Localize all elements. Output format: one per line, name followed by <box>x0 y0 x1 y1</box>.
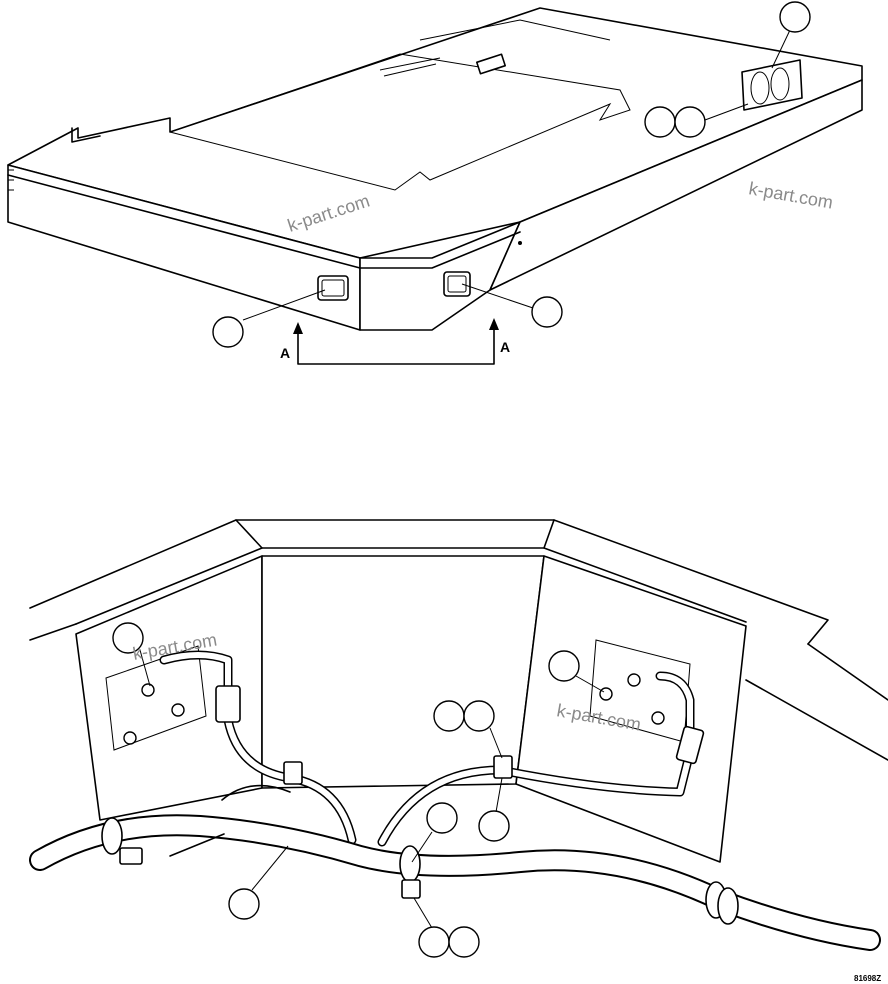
leader-line <box>413 897 433 929</box>
callout-bubble <box>463 700 495 732</box>
shell-edge <box>29 623 77 641</box>
top-fitting <box>475 53 507 75</box>
callout-bubble <box>644 106 676 138</box>
leader-line <box>411 831 433 863</box>
wire-clip <box>283 761 303 785</box>
left-connector <box>215 685 241 723</box>
view-arrow-head <box>293 322 303 334</box>
frame-edge <box>169 833 225 857</box>
top-view-assembly: A A k-part.com k-part.com <box>7 1 863 365</box>
shell-edge <box>745 679 888 761</box>
panel-right-face <box>489 79 863 291</box>
drawing-code: 81698Z <box>854 974 881 983</box>
callout-bubble <box>779 1 811 33</box>
callout-bubble <box>228 888 260 920</box>
shell-lip <box>235 519 555 549</box>
leader-line <box>704 103 749 121</box>
callout-bubble <box>531 296 563 328</box>
edge-line <box>359 231 521 269</box>
leader-line <box>242 289 326 321</box>
callout-bubble <box>418 926 450 958</box>
leader-line <box>139 649 151 687</box>
shell-edge <box>807 643 888 701</box>
leader-line <box>489 727 503 759</box>
right-lamp-fasteners <box>599 673 665 725</box>
harness-clamp-right <box>705 881 739 925</box>
panel-recess <box>169 53 631 191</box>
wire-clip <box>493 755 513 779</box>
leader-line <box>495 777 503 813</box>
frame-edge <box>221 784 291 801</box>
watermark: k-part.com <box>747 178 834 212</box>
main-harness <box>29 814 881 951</box>
right-connector <box>675 725 705 765</box>
leader-line <box>251 845 289 891</box>
left-bracket <box>71 127 101 143</box>
callout-bubble <box>478 810 510 842</box>
top-bracket <box>379 57 441 77</box>
view-marker-right: A <box>500 339 510 355</box>
gauge-port <box>750 71 770 105</box>
callout-bubble <box>448 926 480 958</box>
end-fasteners <box>8 169 14 191</box>
view-arrow-head <box>489 318 499 330</box>
leader-line <box>771 29 791 69</box>
callout-bubble <box>674 106 706 138</box>
callout-bubble <box>212 316 244 348</box>
callout-bubble <box>426 802 458 834</box>
gauge-port <box>770 67 790 101</box>
shell-lip <box>75 547 747 625</box>
recess-edge <box>419 19 611 41</box>
right-lamp <box>443 271 471 297</box>
center-inner-panel <box>261 555 545 789</box>
panel-top-surface <box>7 7 863 259</box>
left-lamp <box>317 275 349 301</box>
detail-view-a: k-part.com k-part.com 81698Z <box>29 519 888 983</box>
leader-line <box>461 283 534 309</box>
callout-bubble <box>548 650 580 682</box>
right-inner-panel <box>515 555 747 863</box>
callout-bubble <box>433 700 465 732</box>
leader-line <box>575 675 605 693</box>
callout-bubble <box>112 622 144 654</box>
harness-clamp-middle <box>399 845 421 899</box>
edge-line <box>7 174 361 269</box>
harness-clamp-left <box>101 817 143 865</box>
left-lamp-fasteners <box>123 683 185 745</box>
view-marker-left: A <box>280 345 290 361</box>
rivet <box>518 241 522 245</box>
view-arrow-line <box>297 325 495 365</box>
